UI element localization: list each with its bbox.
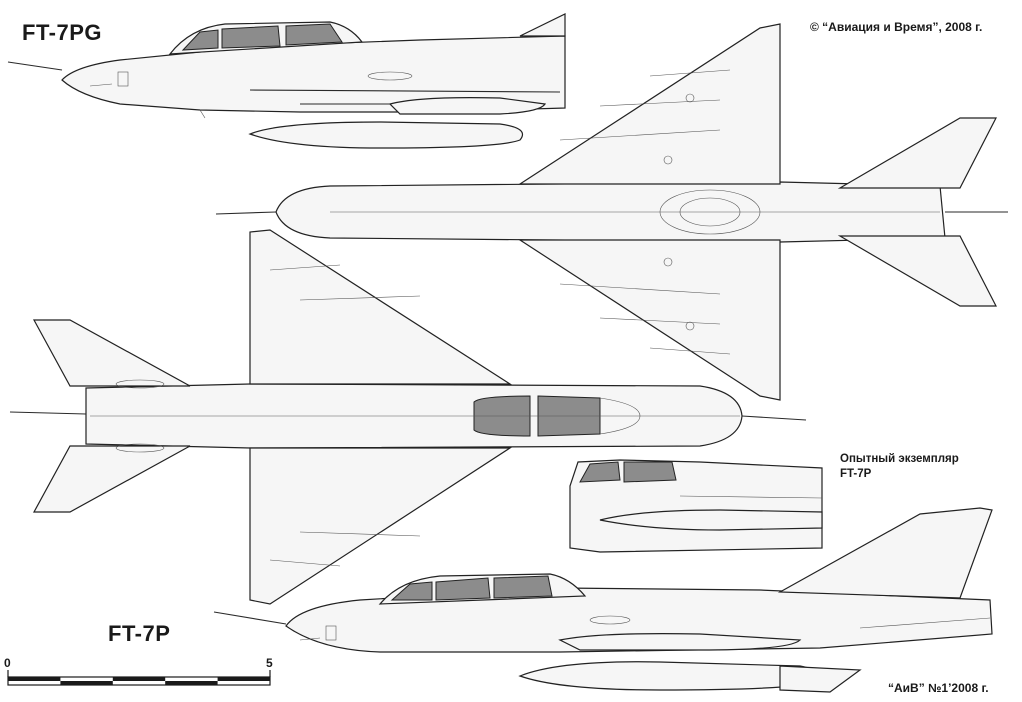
ft7pg-side-view [7,13,566,149]
scale-bar-segment [165,681,218,685]
ft7p-bottom-view [9,229,807,605]
ft7p-side-view [213,507,993,693]
scale-bar [7,670,271,686]
title-ft7pg: FT-7PG [22,20,103,45]
ft7pg-top-view [215,23,1008,401]
title-ft7p: FT-7P [108,621,171,646]
prototype-detail-view [569,459,823,553]
prototype-caption-line2: FT-7P [840,468,872,480]
prototype-caption-line1: Опытный экземпляр [840,453,959,465]
scale-end-label: 5 [266,656,273,670]
scale-bar-segment [8,677,61,681]
issue-note: “АиВ” №1’2008 г. [888,681,989,695]
scale-bar-segment [60,681,113,685]
scale-bar-segment [217,677,270,681]
copyright-note: © “Авиация и Время”, 2008 г. [810,20,983,34]
scale-start-label: 0 [4,656,11,670]
scale-bar-segment [112,677,166,681]
